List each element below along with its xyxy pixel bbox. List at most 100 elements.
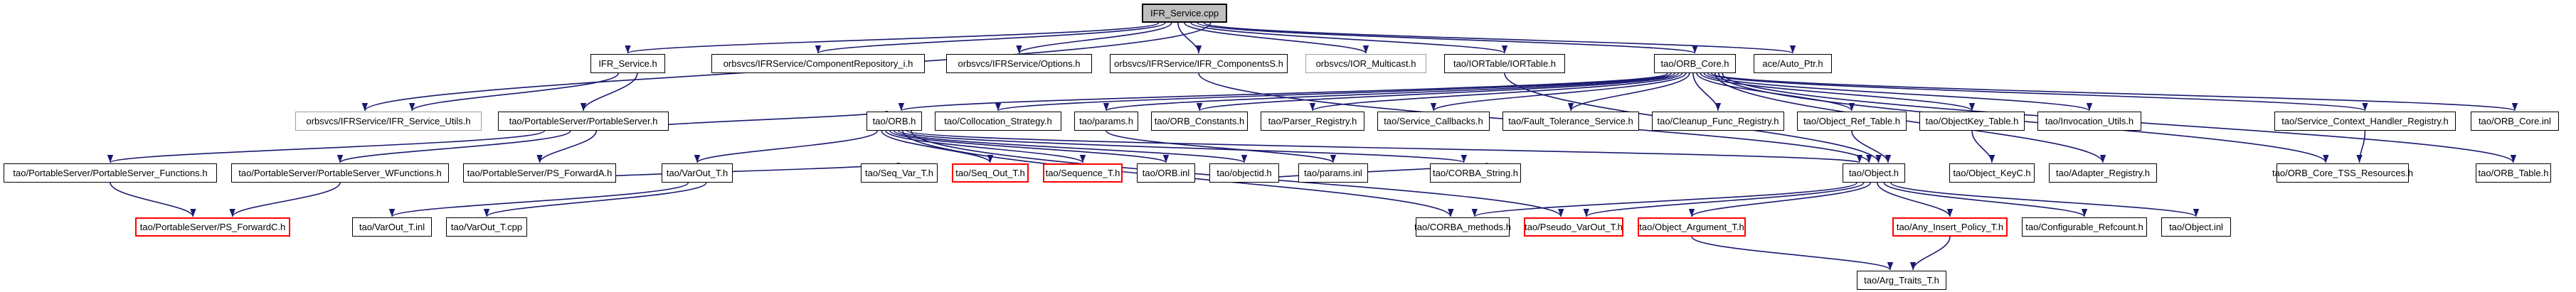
- edge-arrowhead: [1362, 45, 1369, 53]
- edge-arrowhead: [1988, 155, 1995, 163]
- graph-node-Invocation_Utils_h[interactable]: tao/Invocation_Utils.h: [2037, 112, 2141, 131]
- edge-arrowhead: [536, 155, 543, 163]
- graph-node-params_inl[interactable]: tao/params.inl: [1298, 163, 1368, 183]
- edge-arrowhead: [580, 103, 587, 111]
- graph-node-ObjectKey_Table_h[interactable]: tao/ObjectKey_Table.h: [1919, 112, 2025, 131]
- graph-node-PS_Functions_h[interactable]: tao/PortableServer/PortableServer_Functi…: [4, 163, 217, 183]
- include-edge: [1912, 236, 1951, 271]
- edge-arrowhead: [1692, 45, 1698, 53]
- edge-arrowhead: [1946, 209, 1954, 217]
- graph-node-Parser_Registry_h[interactable]: tao/Parser_Registry.h: [1261, 112, 1364, 131]
- edge-arrowhead: [1195, 45, 1202, 53]
- graph-node-Arg_Traits_T_h[interactable]: tao/Arg_Traits_T.h: [1857, 271, 1946, 290]
- edge-arrowhead: [815, 45, 822, 53]
- edge-arrowhead: [408, 103, 415, 111]
- graph-node-PS_ForwardA_h[interactable]: tao/PortableServer/PS_ForwardA.h: [463, 163, 616, 183]
- include-edge: [1018, 22, 1172, 54]
- include-edge: [1106, 130, 1334, 163]
- include-edge: [817, 22, 1166, 54]
- edge-arrowhead: [2099, 155, 2106, 163]
- graph-node-Configurable_Refcount_h[interactable]: tao/Configurable_Refcount.h: [2022, 217, 2147, 237]
- graph-node-IFR_Service_h[interactable]: IFR_Service.h: [590, 54, 665, 73]
- graph-node-VarOut_T_inl[interactable]: tao/VarOut_T.inl: [352, 217, 432, 237]
- graph-node-Object_KeyC_h[interactable]: tao/Object_KeyC.h: [1949, 163, 2035, 183]
- include-edge: [1691, 236, 1891, 271]
- edge-arrowhead: [1196, 103, 1203, 111]
- edge-arrowhead: [483, 209, 490, 217]
- graph-node-Seq_Out_T_h: tao/Seq_Out_T.h: [952, 163, 1029, 183]
- graph-node-Pseudo_VarOut_T_h: tao/Pseudo_VarOut_T.h: [1524, 217, 1623, 237]
- edge-arrowhead: [898, 103, 905, 111]
- edge-arrowhead: [336, 155, 344, 163]
- graph-node-IORTable_h[interactable]: tao/IORTable/IORTable.h: [1444, 54, 1565, 73]
- include-edge: [539, 130, 598, 163]
- edge-arrowhead: [1501, 45, 1508, 53]
- graph-node-Service_Context_Handler_Registry_h[interactable]: tao/Service_Context_Handler_Registry.h: [2274, 112, 2456, 131]
- graph-node-ORB_inl[interactable]: tao/ORB.inl: [1137, 163, 1195, 183]
- edge-arrowhead: [625, 45, 631, 53]
- include-edge: [627, 22, 1160, 54]
- graph-node-ORB_Table_h[interactable]: tao/ORB_Table.h: [2476, 163, 2551, 183]
- include-edge: [339, 130, 571, 163]
- include-edge: [906, 130, 1860, 163]
- include-edge: [1199, 72, 1680, 112]
- graph-node-ORB_h[interactable]: tao/ORB.h: [866, 112, 922, 131]
- graph-node-CORBA_methods_h[interactable]: tao/CORBA_methods.h: [1414, 217, 1511, 237]
- graph-node-IFR_Service_cpp: IFR_Service.cpp: [1142, 4, 1227, 23]
- graph-node-VarOut_T_cpp[interactable]: tao/VarOut_T.cpp: [446, 217, 527, 237]
- graph-node-PortableServer_h[interactable]: tao/PortableServer/PortableServer.h: [498, 112, 669, 131]
- edge-arrowhead: [1103, 103, 1110, 111]
- graph-node-PS_ForwardC_h: tao/PortableServer/PS_ForwardC.h: [135, 217, 290, 237]
- graph-node-Object_inl[interactable]: tao/Object.inl: [2161, 217, 2231, 237]
- include-edge: [898, 130, 1465, 163]
- edge-arrowhead: [1162, 155, 1170, 163]
- include-edge: [1197, 22, 1696, 54]
- graph-node-ComponentRepository_i_h[interactable]: orbsvcs/IFRService/ComponentRepository_i…: [711, 54, 925, 73]
- include-edge: [411, 72, 619, 112]
- edge-arrowhead: [1448, 209, 1454, 217]
- graph-node-Object_h[interactable]: tao/Object.h: [1843, 163, 1905, 183]
- graph-node-IFR_Service_Utils_h: orbsvcs/IFRService/IFR_Service_Utils.h: [295, 112, 482, 131]
- edge-arrowhead: [1714, 103, 1722, 111]
- graph-node-ORB_Core_TSS_Resources_h[interactable]: tao/ORB_Core_TSS_Resources.h: [2272, 163, 2413, 183]
- edge-arrowhead: [1688, 209, 1695, 217]
- graph-node-IOR_Multicast_h: orbsvcs/IOR_Multicast.h: [1305, 54, 1426, 73]
- graph-node-Options_h[interactable]: orbsvcs/IFRService/Options.h: [946, 54, 1092, 73]
- graph-node-Object_Ref_Table_h[interactable]: tao/Object_Ref_Table.h: [1797, 112, 1907, 131]
- include-edge: [110, 130, 546, 163]
- graph-node-Auto_Ptr_h[interactable]: ace/Auto_Ptr.h: [1754, 54, 1832, 73]
- graph-node-Service_Callbacks_h[interactable]: tao/Service_Callbacks.h: [1377, 112, 1490, 131]
- graph-node-PS_WFunctions_h[interactable]: tao/PortableServer/PortableServer_WFunct…: [231, 163, 449, 183]
- graph-node-Collocation_Strategy_h[interactable]: tao/Collocation_Strategy.h: [935, 112, 1061, 131]
- graph-node-Cleanup_Func_Registry_h[interactable]: tao/Cleanup_Func_Registry.h: [1652, 112, 1784, 131]
- edge-arrowhead: [229, 209, 235, 217]
- include-edge: [901, 72, 1668, 112]
- graph-node-VarOut_T_h[interactable]: tao/VarOut_T.h: [662, 163, 733, 183]
- edge-arrowhead: [2511, 103, 2518, 111]
- include-edge: [1707, 72, 2366, 112]
- include-edge: [1190, 22, 1505, 54]
- graph-node-Fault_Tolerance_Service_h[interactable]: tao/Fault_Tolerance_Service.h: [1502, 112, 1639, 131]
- graph-node-ORB_Core_inl[interactable]: tao/ORB_Core.inl: [2471, 112, 2559, 131]
- graph-node-objectid_h[interactable]: tao/objectid.h: [1209, 163, 1279, 183]
- graph-node-ORB_Core_h[interactable]: tao/ORB_Core.h: [1654, 54, 1736, 73]
- edge-arrowhead: [2356, 155, 2363, 163]
- graph-node-Seq_Var_T_h[interactable]: tao/Seq_Var_T.h: [861, 163, 938, 183]
- graph-node-params_h[interactable]: tao/params.h: [1074, 112, 1138, 131]
- edge-arrowhead: [1885, 155, 1892, 163]
- include-edge: [1890, 182, 2197, 217]
- graph-node-Adapter_Registry_h[interactable]: tao/Adapter_Registry.h: [2049, 163, 2157, 183]
- include-edge: [231, 182, 341, 217]
- edge-arrowhead: [2193, 209, 2200, 217]
- edge-arrowhead: [1241, 155, 1248, 163]
- graph-node-CORBA_String_h[interactable]: tao/CORBA_String.h: [1430, 163, 1521, 183]
- edge-arrowhead: [1866, 155, 1872, 163]
- graph-node-IFR_ComponentsS_h[interactable]: orbsvcs/IFRService/IFR_ComponentsS.h: [1110, 54, 1288, 73]
- graph-node-ORB_Constants_h[interactable]: tao/ORB_Constants.h: [1151, 112, 1248, 131]
- edge-arrowhead: [1789, 45, 1796, 53]
- edge-arrowhead: [1079, 155, 1086, 163]
- edge-arrowhead: [2081, 209, 2088, 217]
- edge-arrowhead: [107, 155, 114, 163]
- include-edge: [583, 72, 638, 112]
- include-edge: [1433, 72, 1687, 112]
